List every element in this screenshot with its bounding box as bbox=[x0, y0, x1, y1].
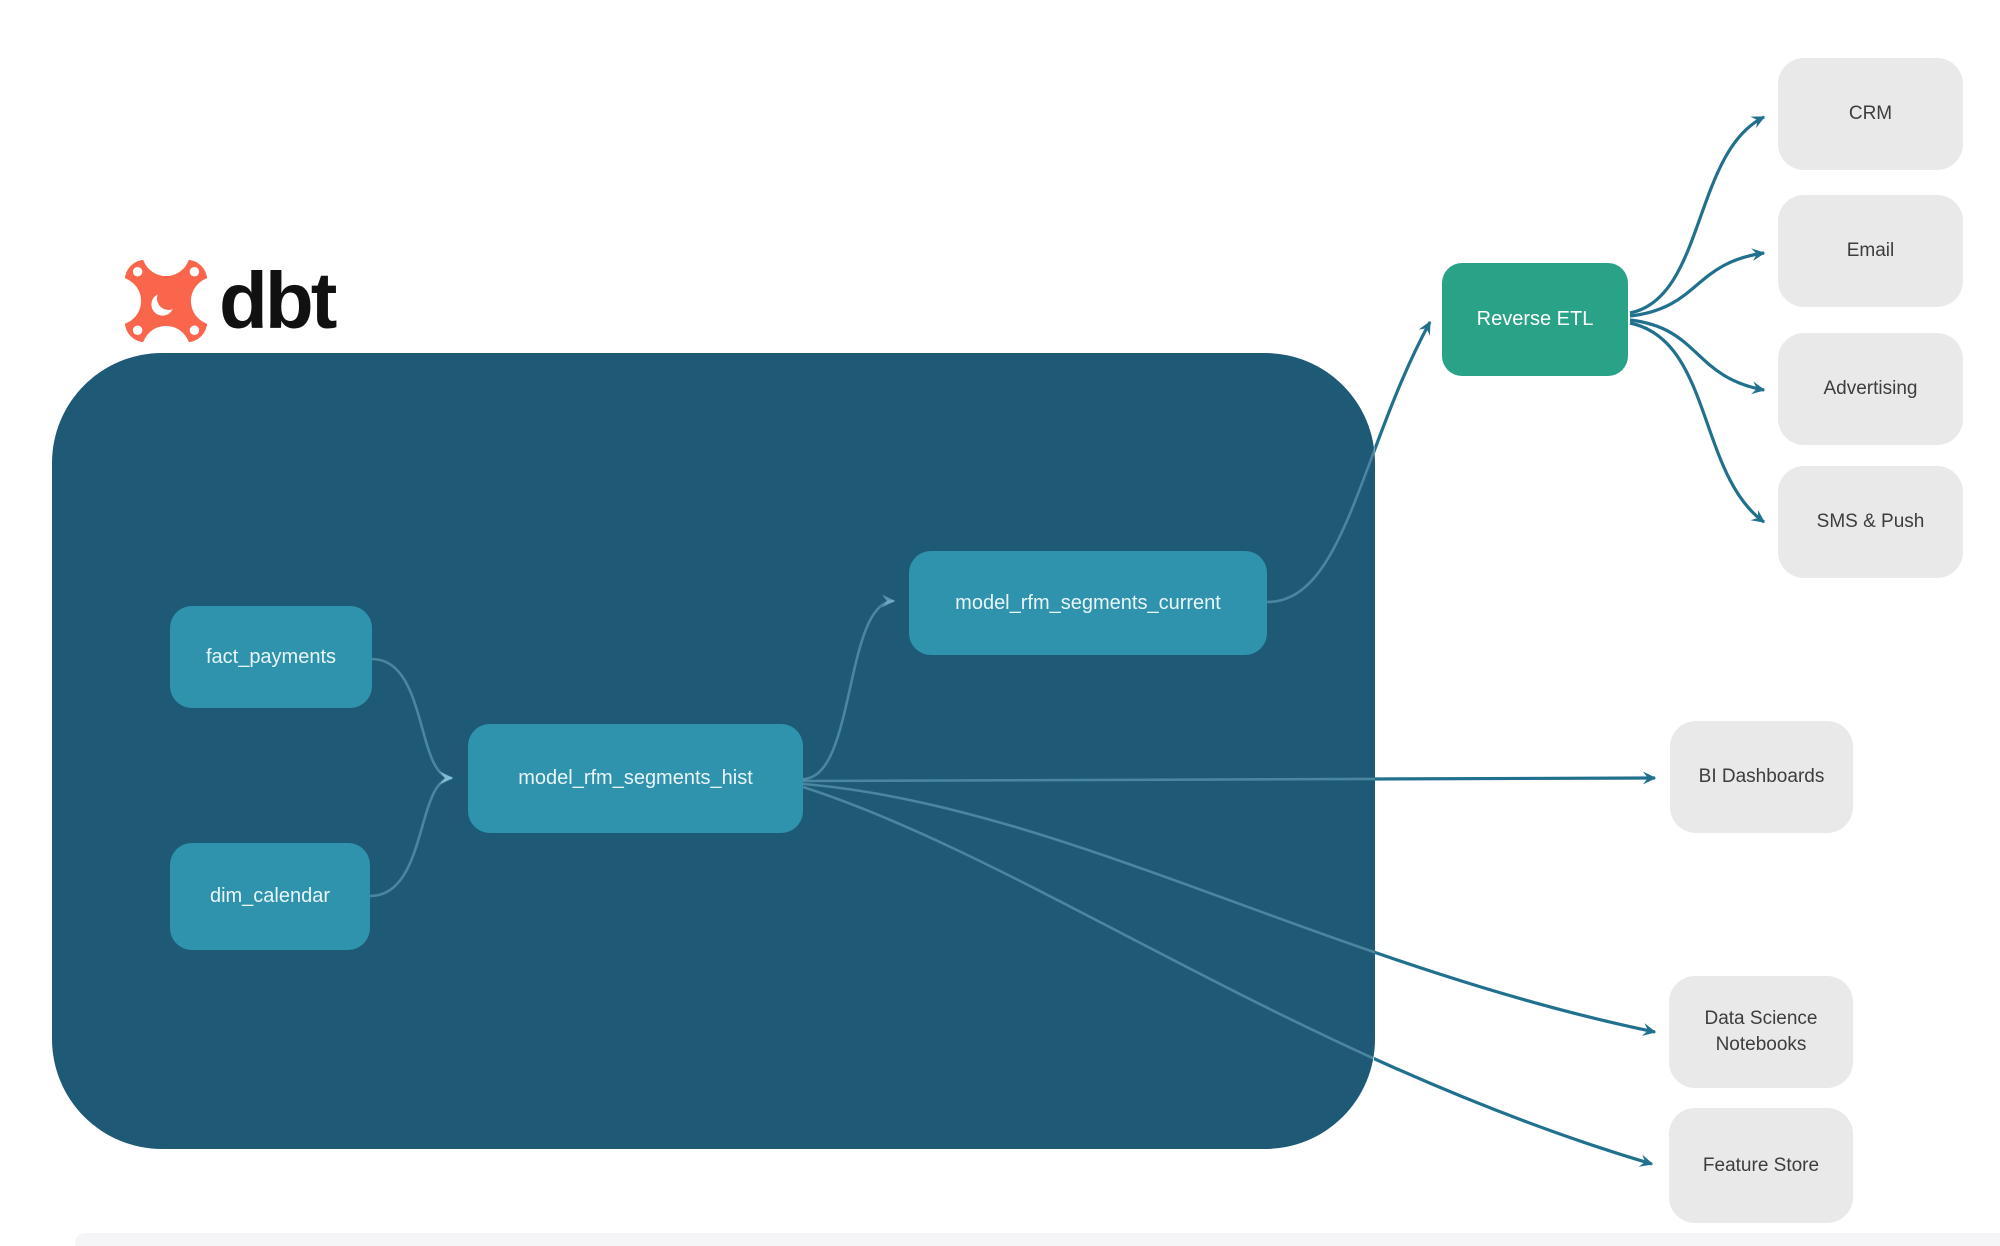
edge-hist-to-ds bbox=[802, 782, 1657, 1036]
node-label: CRM bbox=[1848, 103, 1893, 125]
edge-hist-to-fs bbox=[802, 785, 1654, 1167]
dbt-wordmark: dbt bbox=[219, 255, 337, 345]
edge-retl-to-advertising bbox=[1629, 318, 1766, 395]
edge-retl-to-email bbox=[1629, 248, 1766, 318]
edge-fact-to-hist bbox=[371, 657, 454, 785]
edge-retl-to-crm bbox=[1629, 115, 1766, 315]
node-label: Advertising bbox=[1823, 378, 1918, 400]
node-sms-push: SMS & Push bbox=[1778, 466, 1963, 578]
node-label: Feature Store bbox=[1702, 1154, 1820, 1176]
node-data-science-notebooks: Data Science Notebooks bbox=[1669, 976, 1853, 1088]
dbt-logo: dbt bbox=[123, 255, 337, 351]
node-feature-store: Feature Store bbox=[1669, 1108, 1853, 1223]
edge-hist-to-fs-inner bbox=[802, 785, 1375, 1149]
node-label: fact_payments bbox=[205, 645, 337, 668]
node-advertising: Advertising bbox=[1778, 333, 1963, 445]
edge-hist-to-current bbox=[802, 594, 896, 781]
node-label: Email bbox=[1846, 240, 1895, 262]
node-label: SMS & Push bbox=[1816, 511, 1925, 533]
edge-retl-to-sms bbox=[1629, 321, 1766, 524]
node-label: model_rfm_segments_current bbox=[955, 591, 1221, 614]
node-reverse-etl: Reverse ETL bbox=[1442, 263, 1628, 376]
edge-current-to-retl bbox=[1266, 320, 1432, 604]
node-bi-dashboards: BI Dashboards bbox=[1670, 721, 1853, 833]
node-label: dim_calendar bbox=[209, 885, 331, 907]
edge-current-to-retl-inner bbox=[1266, 353, 1375, 604]
node-label: BI Dashboards bbox=[1698, 766, 1825, 788]
edge-hist-to-ds-inner bbox=[802, 782, 1375, 1034]
node-label: model_rfm_segments_hist bbox=[518, 767, 753, 789]
bottom-strip bbox=[75, 1233, 2000, 1246]
node-model-rfm-segments-current: model_rfm_segments_current bbox=[909, 551, 1267, 655]
node-label: Data Science Notebooks bbox=[1704, 1008, 1818, 1055]
node-email: Email bbox=[1778, 195, 1963, 307]
edge-hist-to-bi-inner bbox=[802, 776, 1375, 783]
dbt-star-icon bbox=[123, 256, 209, 351]
edge-dim-to-hist bbox=[369, 771, 454, 898]
node-label: Reverse ETL bbox=[1476, 308, 1594, 330]
node-fact-payments: fact_payments bbox=[170, 606, 372, 708]
node-model-rfm-segments-hist: model_rfm_segments_hist bbox=[468, 724, 803, 833]
node-dim-calendar: dim_calendar bbox=[170, 843, 370, 950]
node-crm: CRM bbox=[1778, 58, 1963, 170]
